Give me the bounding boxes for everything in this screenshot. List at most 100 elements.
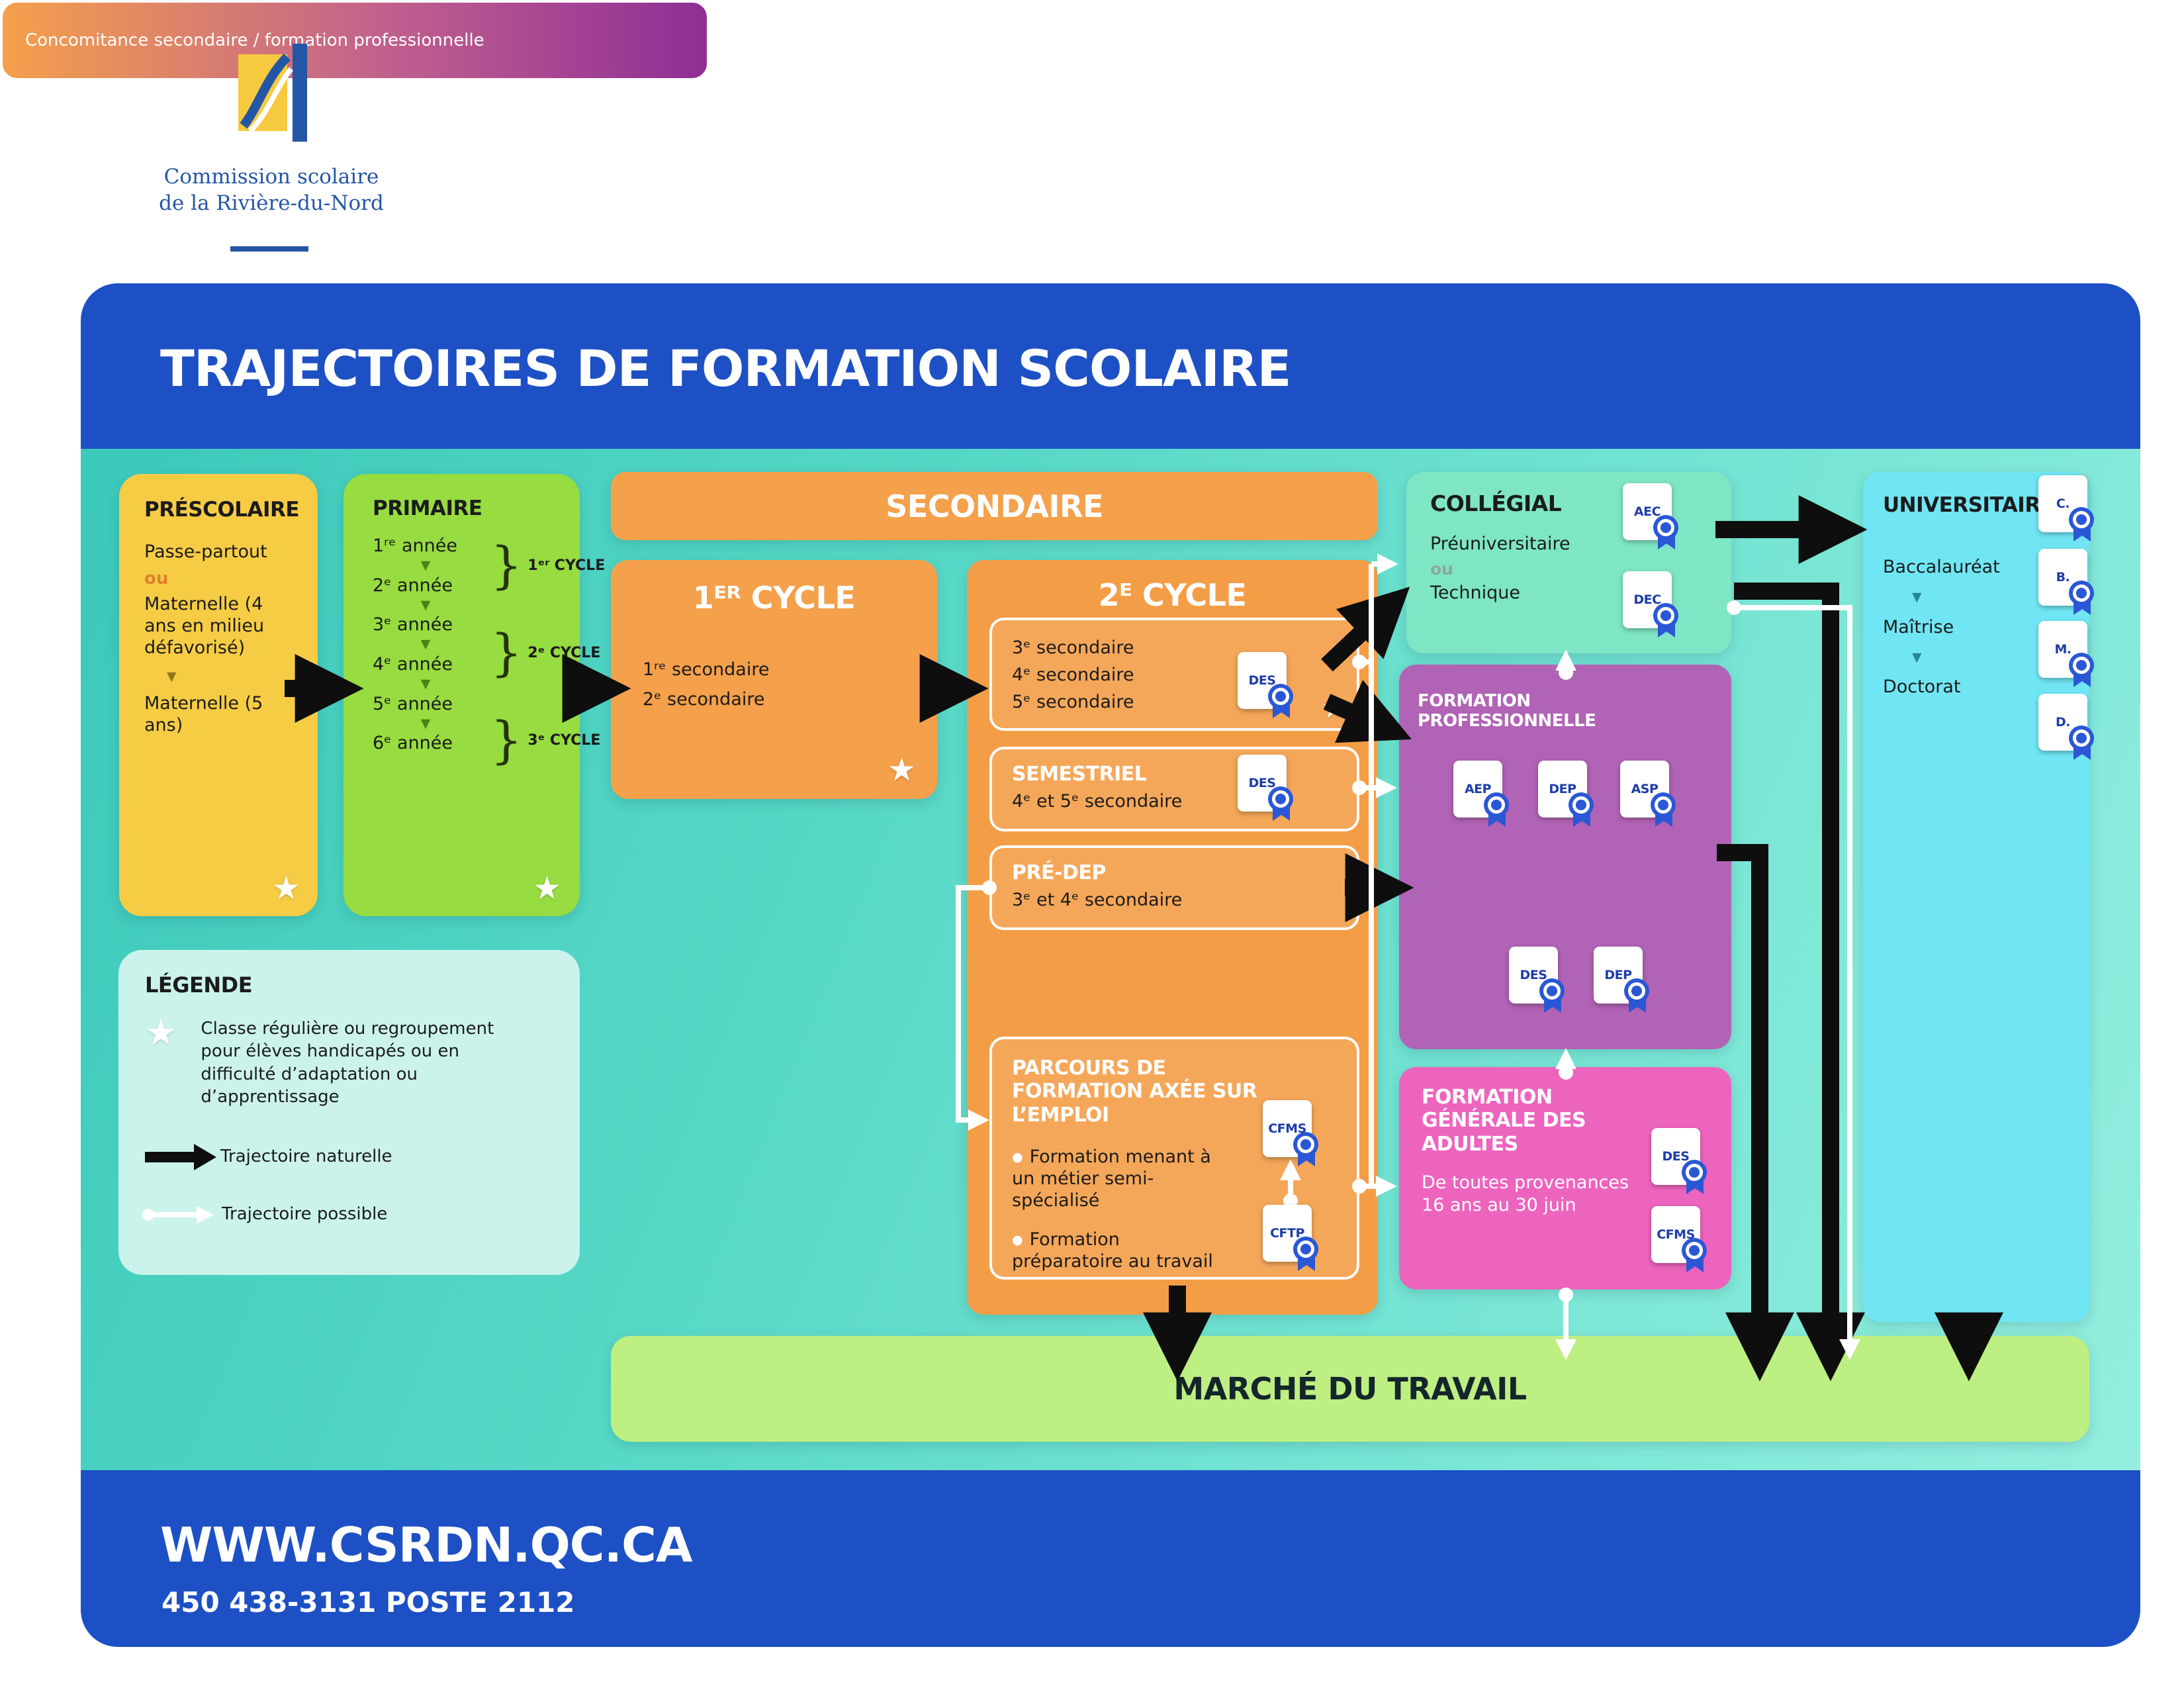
semestriel-title: SEMESTRIEL bbox=[1012, 763, 1147, 786]
prescolaire-next: Maternelle (5 ans) bbox=[144, 693, 263, 736]
certificate-dep: DEP bbox=[1594, 947, 1649, 1004]
certificate-aep: AEP bbox=[1453, 761, 1509, 818]
ribbon-seal-icon bbox=[2069, 726, 2095, 764]
down-triangle-icon: ▼ bbox=[420, 637, 431, 652]
collegial-option1: Préuniversitaire bbox=[1430, 534, 1570, 554]
logo-rule bbox=[230, 246, 308, 252]
collegial-or: ou bbox=[1430, 559, 1453, 579]
down-triangle-icon: ▼ bbox=[420, 676, 431, 691]
prescolaire-or: ou bbox=[144, 568, 169, 588]
brace-icon: } bbox=[490, 535, 523, 594]
predep-line: 3ᵉ et 4ᵉ secondaire bbox=[1012, 890, 1183, 910]
ribbon-seal-icon bbox=[1293, 1132, 1320, 1170]
cycle2-title: 2ᴱ CYCLE bbox=[1098, 577, 1247, 613]
bullet-icon: ● bbox=[1012, 1232, 1023, 1247]
certificate-cftp: CFTP bbox=[1263, 1205, 1318, 1262]
ribbon-seal-icon bbox=[1569, 792, 1595, 831]
down-triangle-icon: ▼ bbox=[420, 716, 431, 731]
universitaire-title: UNIVERSITAIRE bbox=[1883, 493, 2054, 517]
cycle2-regular-box: 3ᵉ secondaire 4ᵉ secondaire 5ᵉ secondair… bbox=[989, 618, 1359, 731]
footer-website: WWW.CSRDN.QC.CA bbox=[160, 1517, 693, 1573]
marche-travail-band: MARCHÉ DU TRAVAIL bbox=[611, 1336, 2089, 1442]
predep-title: PRÉ-DEP bbox=[1012, 861, 1106, 884]
collegial-box: COLLÉGIAL Préuniversitaire ou Technique bbox=[1406, 472, 1731, 653]
ribbon-seal-icon bbox=[1682, 1238, 1708, 1276]
csrdn-logo-icon bbox=[238, 44, 307, 142]
legende-naturelle-text: Trajectoire naturelle bbox=[220, 1147, 392, 1167]
down-triangle-icon: ▼ bbox=[1912, 589, 1922, 604]
ribbon-seal-icon bbox=[1268, 786, 1295, 825]
ribbon-seal-icon bbox=[1624, 978, 1651, 1017]
uni-level-1: Baccalauréat bbox=[1883, 557, 2000, 577]
prescolaire-option1: Passe-partout bbox=[144, 541, 267, 562]
secondaire-banner-label: SECONDAIRE bbox=[886, 488, 1103, 524]
certificate-cfms: CFMS bbox=[1651, 1206, 1707, 1263]
year-5: 5ᵉ année bbox=[373, 693, 453, 714]
certificate-maitrise: M. bbox=[2038, 621, 2094, 678]
footer-phone: 450 438-3131 POSTE 2112 bbox=[161, 1586, 575, 1618]
year-2: 2ᵉ année bbox=[373, 575, 453, 596]
uni-level-3: Doctorat bbox=[1883, 677, 1961, 698]
legende-possible-text: Trajectoire possible bbox=[222, 1203, 388, 1224]
logo-line2: de la Rivière-du-Nord bbox=[159, 191, 384, 215]
star-icon: ★ bbox=[887, 751, 916, 788]
certificate-asp: ASP bbox=[1620, 761, 1676, 818]
cycle1-brace: } 1ᵉʳ CYCLE bbox=[490, 535, 606, 594]
concomitance-bar: Concomitance secondaire / formation prof… bbox=[0, 0, 709, 81]
logo-wordmark: Commission scolaire de la Rivière-du-Nor… bbox=[139, 164, 404, 216]
down-triangle-icon: ▼ bbox=[167, 669, 177, 684]
predep-box: PRÉ-DEP 3ᵉ et 4ᵉ secondaire bbox=[989, 845, 1359, 930]
collegial-option2: Technique bbox=[1430, 582, 1520, 603]
black-arrow-icon bbox=[145, 1144, 216, 1171]
ribbon-seal-icon bbox=[2069, 653, 2095, 691]
certificate-des: DES bbox=[1238, 652, 1293, 709]
prescolaire-title: PRÉSCOLAIRE bbox=[144, 498, 300, 522]
certificate-college: C. bbox=[2038, 475, 2094, 532]
year-1: 1ʳᵉ année bbox=[373, 536, 457, 556]
logo-line1: Commission scolaire bbox=[163, 165, 379, 189]
year-3: 3ᵉ année bbox=[373, 614, 453, 635]
star-icon: ★ bbox=[1321, 691, 1347, 725]
regular-line3: 5ᵉ secondaire bbox=[1012, 691, 1134, 712]
cycle1-line2: 2ᵉ secondaire bbox=[643, 688, 765, 710]
year-6: 6ᵉ année bbox=[373, 733, 453, 754]
ribbon-seal-icon bbox=[2069, 507, 2095, 545]
secondaire-cycle1-box: 1ᴱᴿ CYCLE 1ʳᵉ secondaire 2ᵉ secondaire ★ bbox=[611, 560, 937, 799]
year-4: 4ᵉ année bbox=[373, 653, 453, 675]
legende-box: LÉGENDE ★ Classe régulière ou regroupeme… bbox=[118, 950, 580, 1275]
ribbon-seal-icon bbox=[1651, 792, 1677, 831]
ribbon-seal-icon bbox=[1682, 1160, 1708, 1198]
brace-icon: } bbox=[490, 622, 523, 682]
ribbon-seal-icon bbox=[1653, 603, 1680, 641]
certificate-dec: DEC bbox=[1623, 571, 1678, 628]
certificate-aec: AEC bbox=[1623, 483, 1678, 540]
certificate-cfms: CFMS bbox=[1263, 1100, 1318, 1157]
concomitance-label: Concomitance secondaire / formation prof… bbox=[25, 30, 484, 50]
legende-title: LÉGENDE bbox=[145, 972, 253, 998]
ribbon-seal-icon bbox=[1539, 978, 1566, 1017]
secondaire-banner: SECONDAIRE bbox=[611, 472, 1378, 540]
white-arrow-icon bbox=[142, 1205, 214, 1223]
certificate-des: DES bbox=[1238, 755, 1293, 812]
universitaire-box: UNIVERSITAIRE Baccalauréat ▼ Maîtrise ▼ … bbox=[1863, 472, 2089, 1322]
legende-star-text: Classe régulière ou regroupement pour él… bbox=[201, 1019, 494, 1107]
down-triangle-icon: ▼ bbox=[1912, 649, 1922, 665]
fga-title: FORMATION GÉNÉRALE DES ADULTES bbox=[1422, 1086, 1586, 1156]
uni-level-2: Maîtrise bbox=[1883, 616, 1954, 637]
star-icon: ★ bbox=[271, 870, 300, 907]
primaire-years: 1ʳᵉ année ▼ 2ᵉ année ▼ 3ᵉ année ▼ 4ᵉ ann… bbox=[373, 535, 580, 755]
certificate-baccalaureat: B. bbox=[2038, 549, 2094, 606]
cycle3-brace: } 3ᵉ CYCLE bbox=[490, 710, 601, 769]
collegial-title: COLLÉGIAL bbox=[1430, 491, 1562, 516]
fp-title: FORMATION PROFESSIONNELLE bbox=[1418, 691, 1596, 731]
down-triangle-icon: ▼ bbox=[420, 558, 431, 573]
ribbon-seal-icon bbox=[2069, 581, 2095, 619]
bullet-icon: ● bbox=[1012, 1150, 1023, 1165]
parcours-item1: Formation menant à un métier semi-spécia… bbox=[1012, 1147, 1211, 1211]
star-icon: ★ bbox=[145, 1011, 177, 1053]
prescolaire-box: PRÉSCOLAIRE Passe-partout ou Maternelle … bbox=[119, 474, 318, 916]
prescolaire-option2: Maternelle (4 ans en milieu défavorisé) bbox=[144, 593, 265, 658]
cycle1-title: 1ᴱᴿ CYCLE bbox=[692, 580, 856, 616]
secondaire-cycle2-box: 2ᴱ CYCLE bbox=[967, 560, 1378, 1315]
